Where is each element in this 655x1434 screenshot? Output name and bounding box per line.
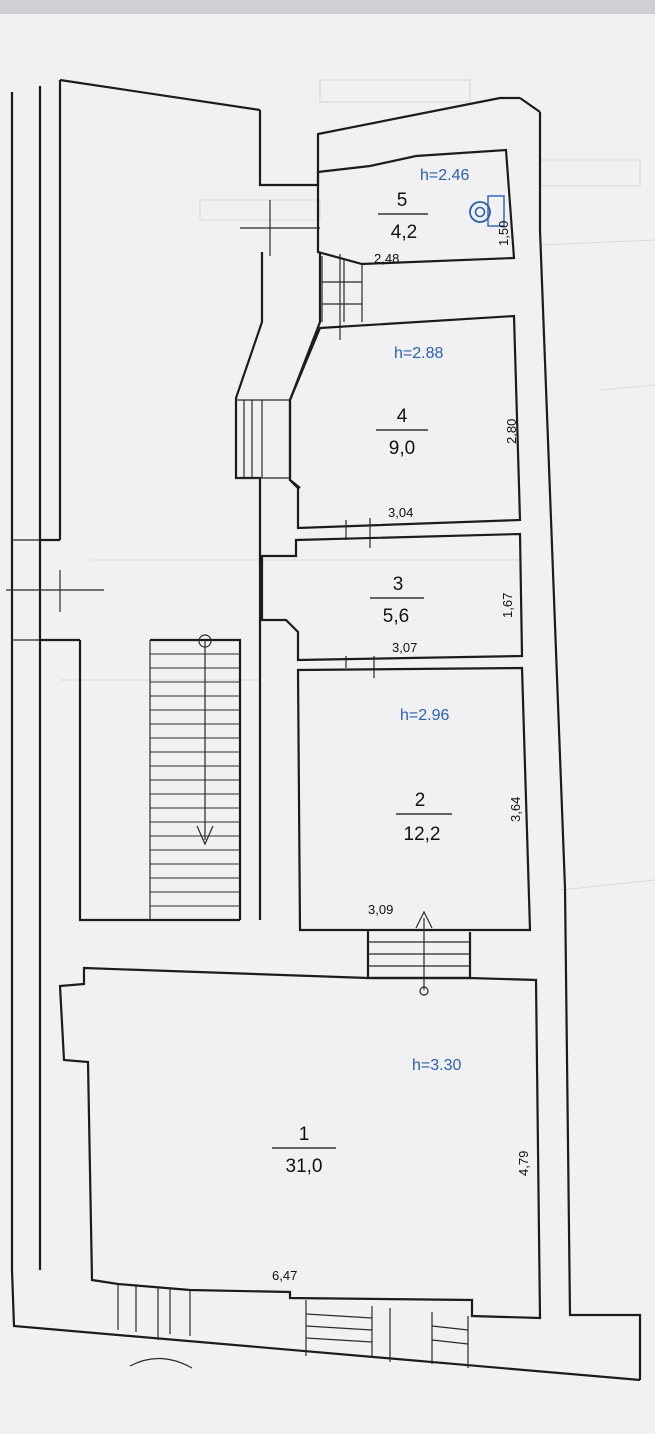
room-4-depth: 2,80 xyxy=(504,419,519,444)
room-4: h=2.88 4 9,0 3,04 2,80 xyxy=(288,314,522,548)
room-5: h=2.46 5 4,2 2,48 1,50 xyxy=(240,148,516,340)
stairwell xyxy=(149,634,242,920)
room-5-height: h=2.46 xyxy=(420,167,469,184)
bleed-through xyxy=(60,79,655,891)
paper-dark-corner xyxy=(0,0,655,14)
room-4-area: 9,0 xyxy=(389,438,415,459)
room-5-area: 4,2 xyxy=(391,222,417,243)
stair-start-marker xyxy=(198,634,212,648)
room-5-depth: 1,50 xyxy=(496,221,511,246)
room-1-depth: 4,79 xyxy=(516,1151,531,1176)
room-2: h=2.96 2 12,2 3,09 3,64 xyxy=(296,666,532,932)
stair-arrow-icon xyxy=(196,825,214,846)
room-5-width: 2,48 xyxy=(374,251,399,266)
room-4-width: 3,04 xyxy=(388,505,413,520)
entry-arrow-icon xyxy=(415,910,433,929)
room-1-number: 1 xyxy=(299,1124,310,1145)
room-2-number: 2 xyxy=(415,790,426,811)
room-3: 3 5,6 3,07 1,67 xyxy=(260,532,524,678)
room-1-width: 6,47 xyxy=(272,1268,297,1283)
room-2-area: 12,2 xyxy=(404,824,441,845)
room-1-height: h=3.30 xyxy=(412,1057,461,1074)
room-2-depth: 3,64 xyxy=(508,797,523,822)
room-4-height: h=2.88 xyxy=(394,345,443,362)
room-3-area: 5,6 xyxy=(383,606,409,627)
room-5-number: 5 xyxy=(397,190,408,211)
room-3-width: 3,07 xyxy=(392,640,417,655)
room-2-width: 3,09 xyxy=(368,902,393,917)
room-1: h=3.30 1 31,0 6,47 4,79 xyxy=(10,966,641,1382)
room-3-number: 3 xyxy=(393,574,404,595)
room-4-number: 4 xyxy=(397,406,408,427)
entry-marker xyxy=(419,986,429,996)
room-3-depth: 1,67 xyxy=(500,593,515,618)
room-2-height: h=2.96 xyxy=(400,707,449,724)
boiler-icon xyxy=(469,195,505,227)
room-1-area: 31,0 xyxy=(286,1156,323,1177)
walls xyxy=(6,78,642,1380)
